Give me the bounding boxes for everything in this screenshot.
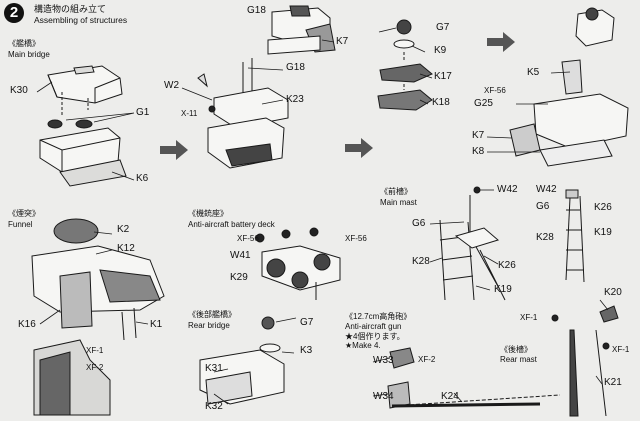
part-label: XF-56 (237, 234, 259, 243)
aa-deck-parts (255, 227, 341, 300)
main-bridge-parts (39, 65, 127, 187)
secondary-mast (565, 189, 585, 283)
part-label: G18 (247, 5, 266, 16)
arrow (345, 138, 373, 158)
part-label: W34 (373, 391, 394, 402)
part-label: G18 (286, 62, 305, 73)
part-label: G1 (136, 107, 150, 118)
part-label: G6 (412, 218, 426, 229)
step-number-badge: 2 (4, 3, 24, 23)
part-label: K21 (604, 377, 622, 388)
part-label: K2 (117, 224, 130, 235)
arrow (487, 32, 515, 52)
part-label: K1 (150, 319, 163, 330)
middle-bridge-parts (197, 58, 289, 169)
part-label: G25 (474, 98, 493, 109)
part-label: K6 (136, 173, 149, 184)
section-main-bridge-en: Main bridge (8, 50, 50, 59)
part-label: K31 (205, 363, 223, 374)
step-title-en: Assembling of structures (34, 15, 128, 25)
part-label: G7 (300, 317, 314, 328)
part-label: G7 (436, 22, 450, 33)
section-rear-mast-ja: 《後檣》 (500, 345, 532, 354)
part-label: W41 (230, 250, 251, 261)
g18-assembly (267, 5, 336, 55)
section-funnel-ja: 《煙突》 (8, 209, 40, 218)
part-label: XF-1 (86, 346, 104, 355)
rear-mast-parts (391, 305, 619, 417)
part-label: K24 (441, 391, 459, 402)
section-aa-deck-en: Anti-aircraft battery deck (188, 220, 275, 229)
part-label: K12 (117, 243, 135, 254)
section-main-bridge-ja: 《艦橋》 (8, 39, 40, 48)
part-label: K17 (434, 71, 452, 82)
part-label: K16 (18, 319, 36, 330)
part-label: XF-1 (612, 345, 630, 354)
part-label: K5 (527, 67, 540, 78)
part-label: K20 (604, 287, 622, 298)
section-rear-bridge-ja: 《後部艦橋》 (188, 310, 236, 319)
main-mast-parts (439, 186, 506, 301)
part-label: K30 (10, 85, 28, 96)
part-label: W2 (164, 80, 179, 91)
part-label: K28 (412, 256, 430, 267)
section-aa-gun-ja: 《12.7cm高角砲》 (345, 312, 412, 321)
section-rear-bridge-en: Rear bridge (188, 321, 230, 330)
section-funnel-en: Funnel (8, 220, 33, 229)
part-label: W33 (373, 355, 394, 366)
step-title-ja: 構造物の組み立て (34, 4, 107, 14)
rear-bridge-parts (199, 316, 285, 405)
arrow (160, 140, 188, 160)
part-label: K19 (594, 227, 612, 238)
part-label: K23 (286, 94, 304, 105)
part-label: K28 (536, 232, 554, 243)
leader-lines (36, 27, 609, 405)
section-main-mast-en: Main mast (380, 198, 417, 207)
section-rear-mast-en: Rear mast (500, 355, 537, 364)
part-label: K19 (494, 284, 512, 295)
part-label: K7 (336, 36, 349, 47)
part-label: K9 (434, 45, 447, 56)
aa-gun-note-ja: ★4個作ります。 (345, 332, 405, 341)
aa-gun-note-en: ★Make 4. (345, 341, 381, 350)
completed-main-bridge (509, 7, 629, 167)
aa-gun-parts (387, 347, 415, 409)
part-label: XF-56 (345, 234, 367, 243)
part-label: K26 (498, 260, 516, 271)
part-label: K3 (300, 345, 313, 356)
section-aa-deck-ja: 《機銃座》 (188, 209, 228, 218)
part-label: K29 (230, 272, 248, 283)
part-label: XF-56 (484, 86, 506, 95)
part-label: W42 (536, 184, 557, 195)
section-main-mast-ja: 《前檣》 (380, 187, 412, 196)
part-label: X-11 (181, 109, 198, 118)
part-label: K8 (472, 146, 485, 157)
part-label: XF-2 (86, 363, 104, 372)
part-label: G6 (536, 201, 550, 212)
funnel-parts (31, 218, 165, 416)
part-label: XF-2 (418, 355, 436, 364)
part-label: K7 (472, 130, 485, 141)
section-aa-gun-en: Anti-aircraft gun (345, 322, 402, 331)
part-label: W42 (497, 184, 518, 195)
part-label: XF-1 (520, 313, 538, 322)
part-label: K18 (432, 97, 450, 108)
k9-k17-k18-stack (377, 19, 433, 111)
part-label: K32 (205, 401, 223, 412)
part-label: K26 (594, 202, 612, 213)
